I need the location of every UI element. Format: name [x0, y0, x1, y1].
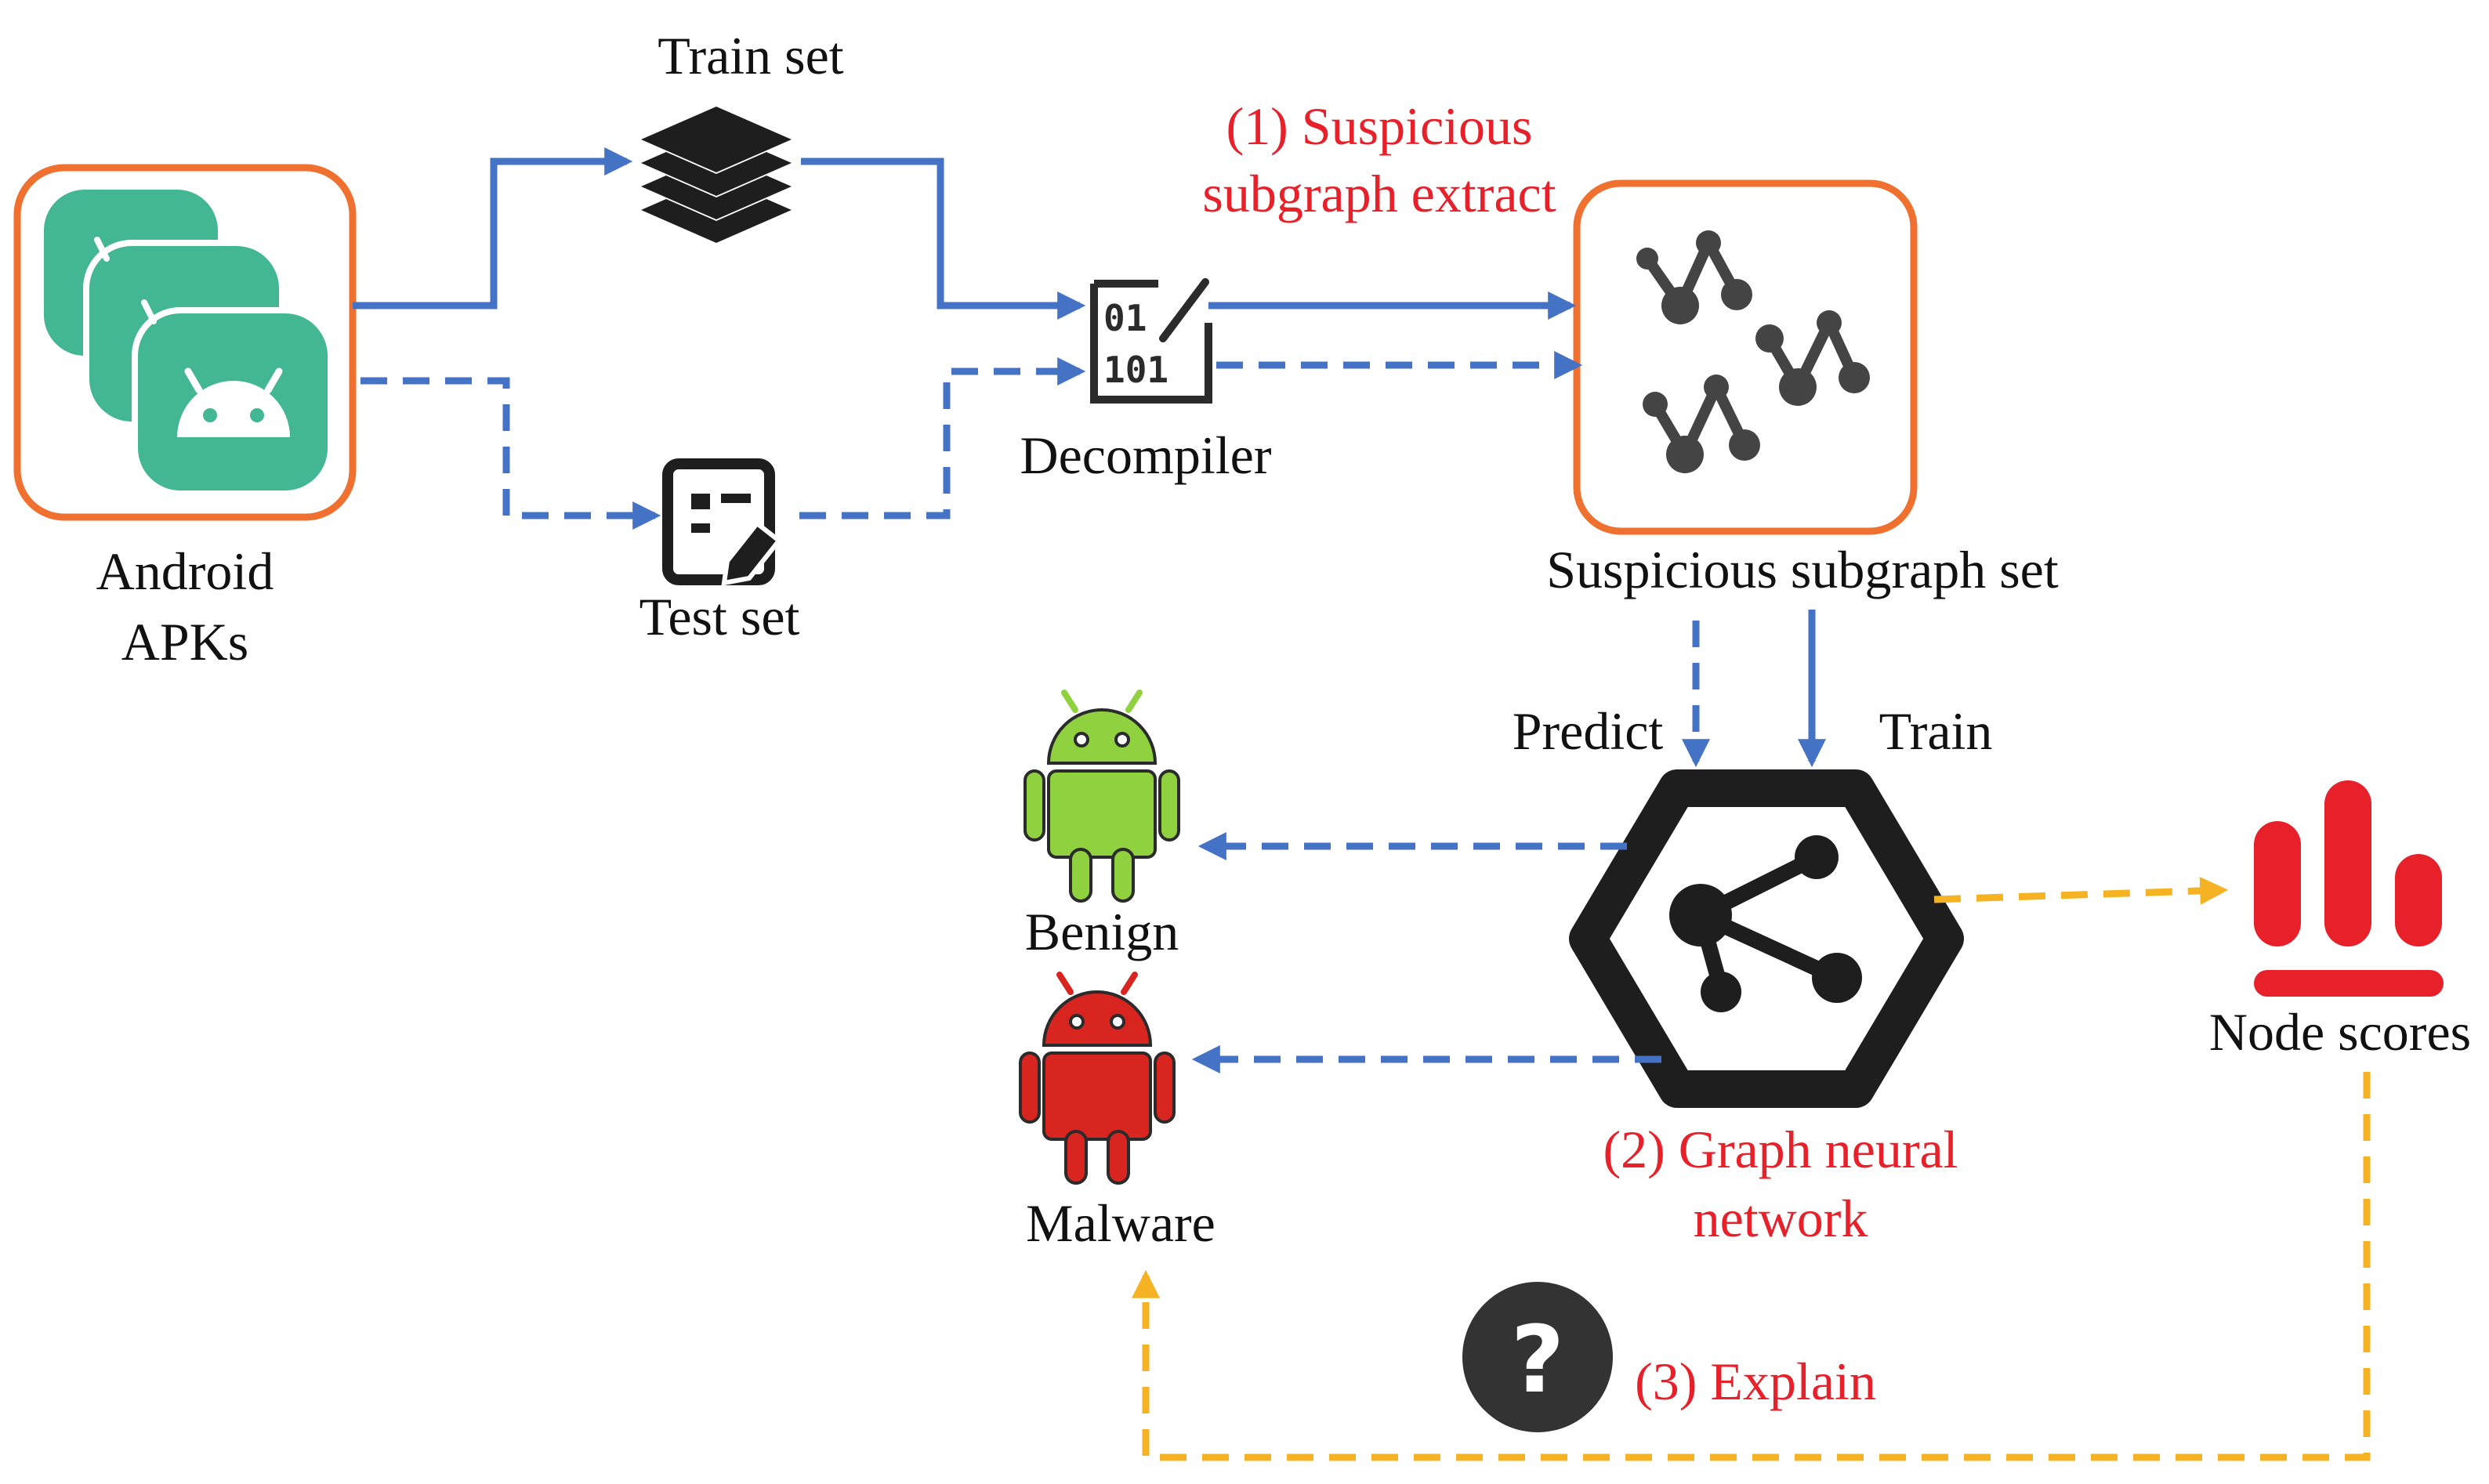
- train-label: Train: [1879, 701, 1993, 761]
- binary-row-2: 101: [1103, 349, 1168, 391]
- node-scores-group: Node scores: [2209, 780, 2471, 1062]
- arrow-apks-to-train: [353, 147, 633, 309]
- android-apks-box: [13, 164, 357, 521]
- node-scores-label: Node scores: [2209, 1002, 2471, 1062]
- question-glyph: ?: [1511, 1305, 1564, 1413]
- train-set-group: Train set: [641, 26, 844, 243]
- step1-label-1: (1) Suspicious: [1226, 96, 1533, 156]
- train-set-label: Train set: [658, 26, 844, 85]
- benign-label: Benign: [1025, 902, 1179, 961]
- step3-label: (3) Explain: [1635, 1352, 1876, 1411]
- binary-row-1: 01: [1103, 297, 1147, 339]
- gnn-hexagon-icon: [1569, 769, 1964, 1108]
- test-set-label: Test set: [639, 587, 800, 646]
- decompiler-label: Decompiler: [1020, 425, 1272, 485]
- predict-label: Predict: [1513, 701, 1664, 761]
- connectors: [353, 147, 2371, 1461]
- subgraph-box: [1573, 179, 1918, 535]
- binary-code-icon: 01 101: [1090, 278, 1212, 404]
- arrow-gnn-to-node-scores: [1933, 876, 2229, 905]
- question-icon: ?: [1462, 1282, 1613, 1432]
- android-apk-icon: [38, 183, 334, 497]
- android-apks-label-1: Android: [96, 541, 274, 601]
- bar-chart-icon: [2254, 780, 2444, 997]
- step2-label-2: network: [1694, 1189, 1868, 1248]
- android-apks-label-2: APKs: [121, 612, 249, 671]
- decompiler-group: 01 101 Decompiler: [1020, 278, 1272, 485]
- android-robot-icon: [1020, 975, 1174, 1183]
- step1-label-2: subgraph extract: [1202, 164, 1556, 223]
- subgraph-icon: [1636, 230, 1870, 473]
- suspicious-subgraph-label: Suspicious subgraph set: [1546, 540, 2059, 599]
- layers-stack-icon: [641, 107, 792, 243]
- android-apks-group: Android APKs: [13, 164, 357, 671]
- step2-label-1: (2) Graph neural: [1603, 1120, 1958, 1179]
- suspicious-subgraph-group: Suspicious subgraph set: [1546, 179, 2059, 599]
- android-robot-icon: [1025, 693, 1179, 901]
- arrow-apks-to-test: [360, 377, 661, 530]
- edit-document-icon: [662, 458, 783, 586]
- arrow-train-to-decompiler: [801, 157, 1086, 320]
- arrow-explain-loop: [1132, 1072, 2371, 1461]
- benign-group: Benign: [1025, 693, 1179, 961]
- arrow-test-to-decompiler: [799, 357, 1086, 519]
- malware-group: Malware: [1020, 975, 1216, 1253]
- test-set-group: Test set: [639, 458, 800, 646]
- malware-label: Malware: [1026, 1193, 1216, 1253]
